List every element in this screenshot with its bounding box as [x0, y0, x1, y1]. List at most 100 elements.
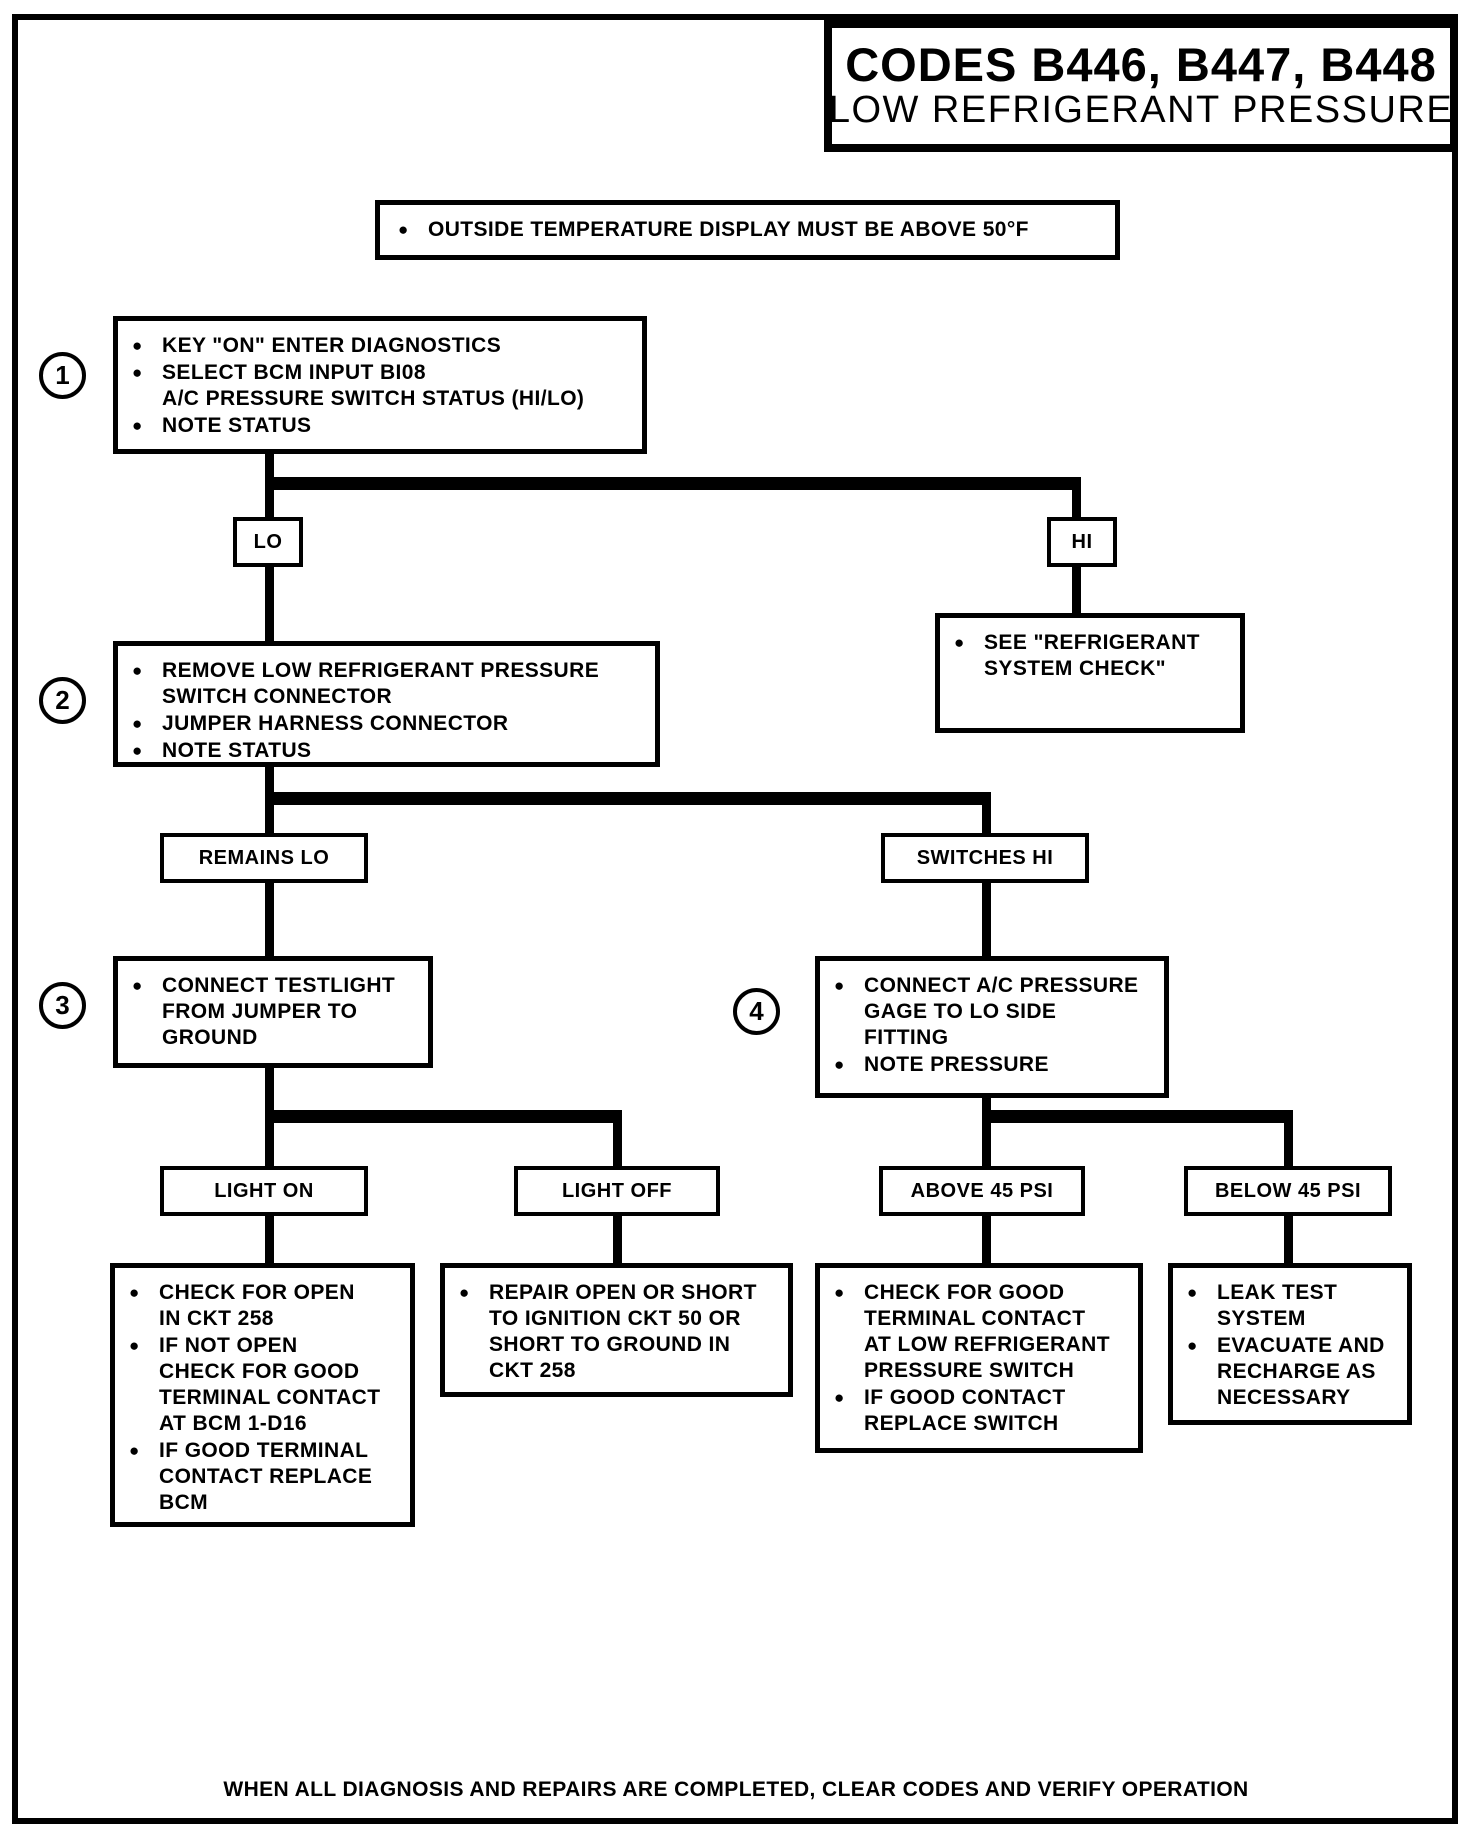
step2-item-1: JUMPER HARNESS CONNECTOR: [162, 712, 509, 736]
list-item: ● NOTE STATUS: [132, 413, 634, 439]
connector-line: [982, 805, 991, 833]
connector-line: [982, 1216, 991, 1263]
connector-line: [1284, 1123, 1293, 1166]
bullet-icon: ●: [398, 219, 409, 239]
bullet-icon: ●: [132, 363, 143, 383]
connector-line: [265, 805, 274, 833]
step4-number-badge: 4: [733, 988, 780, 1035]
step2-number-badge: 2: [39, 677, 86, 724]
bullet-icon: ●: [132, 416, 143, 436]
step3-box: ● CONNECT TESTLIGHT FROM JUMPER TO GROUN…: [113, 956, 433, 1068]
step2-item-0: REMOVE LOW REFRIGERANT PRESSURE SWITCH C…: [162, 659, 600, 709]
step1-item-1: SELECT BCM INPUT BI08 A/C PRESSURE SWITC…: [162, 361, 585, 411]
step4-item-1: NOTE PRESSURE: [864, 1053, 1049, 1077]
list-item: ● CONNECT A/C PRESSURE GAGE TO LO SIDE F…: [834, 973, 1156, 1051]
connector-line: [265, 792, 991, 805]
page-border: [12, 14, 1458, 1824]
bullet-icon: ●: [834, 1055, 845, 1075]
step4-item-0: CONNECT A/C PRESSURE GAGE TO LO SIDE FIT…: [864, 974, 1139, 1050]
connector-line: [265, 1216, 274, 1263]
below-45-item-1: EVACUATE AND RECHARGE AS NECESSARY: [1217, 1334, 1385, 1410]
branch-label-light-off: LIGHT OFF: [514, 1166, 720, 1216]
step2-item-2: NOTE STATUS: [162, 739, 312, 763]
bullet-icon: ●: [1187, 1283, 1198, 1302]
list-item: ● JUMPER HARNESS CONNECTOR: [132, 711, 647, 737]
light-on-item-1: IF NOT OPEN CHECK FOR GOOD TERMINAL CONT…: [159, 1334, 381, 1436]
list-item: ● REMOVE LOW REFRIGERANT PRESSURE SWITCH…: [132, 658, 647, 710]
light-on-item-2: IF GOOD TERMINAL CONTACT REPLACE BCM: [159, 1439, 373, 1515]
precondition-box: ● OUTSIDE TEMPERATURE DISPLAY MUST BE AB…: [375, 200, 1120, 260]
connector-line: [613, 1216, 622, 1263]
branch-label-hi: HI: [1047, 517, 1117, 567]
bullet-icon: ●: [129, 1441, 140, 1461]
connector-line: [265, 1068, 274, 1118]
branch-label-below-45-psi: BELOW 45 PSI: [1184, 1166, 1392, 1216]
below-45-action-box: ● LEAK TEST SYSTEM ● EVACUATE AND RECHAR…: [1168, 1263, 1412, 1425]
title-box: CODES B446, B447, B448 LOW REFRIGERANT P…: [824, 20, 1458, 152]
step3-item-0: CONNECT TESTLIGHT FROM JUMPER TO GROUND: [162, 974, 396, 1050]
light-off-action-box: ● REPAIR OPEN OR SHORT TO IGNITION CKT 5…: [440, 1263, 793, 1397]
page-subtitle: LOW REFRIGERANT PRESSURE: [828, 88, 1454, 131]
connector-line: [982, 1110, 1293, 1123]
connector-line: [1072, 490, 1081, 517]
step1-box: ● KEY "ON" ENTER DIAGNOSTICS ● SELECT BC…: [113, 316, 647, 454]
light-on-item-0: CHECK FOR OPEN IN CKT 258: [159, 1281, 355, 1331]
step2-box: ● REMOVE LOW REFRIGERANT PRESSURE SWITCH…: [113, 641, 660, 767]
list-item: ● REPAIR OPEN OR SHORT TO IGNITION CKT 5…: [459, 1280, 780, 1384]
list-item: ● CONNECT TESTLIGHT FROM JUMPER TO GROUN…: [132, 973, 420, 1051]
connector-line: [265, 1123, 274, 1166]
list-item: ● CHECK FOR OPEN IN CKT 258: [129, 1280, 402, 1332]
connector-line: [265, 883, 274, 956]
list-item: ● NOTE STATUS: [132, 738, 647, 764]
list-item: ● CHECK FOR GOOD TERMINAL CONTACT AT LOW…: [834, 1280, 1130, 1384]
bullet-icon: ●: [459, 1283, 470, 1302]
page-title: CODES B446, B447, B448: [845, 38, 1437, 92]
precondition-text: OUTSIDE TEMPERATURE DISPLAY MUST BE ABOV…: [428, 217, 1029, 241]
above-45-item-1: IF GOOD CONTACT REPLACE SWITCH: [864, 1386, 1066, 1436]
above-45-item-0: CHECK FOR GOOD TERMINAL CONTACT AT LOW R…: [864, 1281, 1110, 1383]
bullet-icon: ●: [132, 976, 143, 995]
connector-line: [1072, 567, 1081, 613]
list-item: ● LEAK TEST SYSTEM: [1187, 1280, 1399, 1332]
bullet-icon: ●: [132, 714, 143, 734]
list-item: ● KEY "ON" ENTER DIAGNOSTICS: [132, 333, 634, 359]
connector-line: [982, 1098, 991, 1118]
connector-line: [265, 1110, 622, 1123]
bullet-icon: ●: [834, 1283, 845, 1302]
below-45-item-0: LEAK TEST SYSTEM: [1217, 1281, 1338, 1331]
list-item: ● SEE "REFRIGERANT SYSTEM CHECK": [954, 630, 1232, 682]
branch-label-light-on: LIGHT ON: [160, 1166, 368, 1216]
branch-label-switches-hi: SWITCHES HI: [881, 833, 1089, 883]
see-refrigerant-text: SEE "REFRIGERANT SYSTEM CHECK": [984, 631, 1200, 681]
list-item: ● IF GOOD CONTACT REPLACE SWITCH: [834, 1385, 1130, 1437]
list-item: ● IF NOT OPEN CHECK FOR GOOD TERMINAL CO…: [129, 1333, 402, 1437]
bullet-icon: ●: [954, 633, 965, 652]
list-item: ● OUTSIDE TEMPERATURE DISPLAY MUST BE AB…: [398, 217, 1029, 243]
bullet-icon: ●: [132, 741, 143, 761]
connector-line: [265, 454, 274, 484]
footer-note: WHEN ALL DIAGNOSIS AND REPAIRS ARE COMPL…: [223, 1778, 1249, 1801]
step1-item-2: NOTE STATUS: [162, 414, 312, 438]
list-item: ● NOTE PRESSURE: [834, 1052, 1156, 1078]
connector-line: [265, 490, 274, 517]
connector-line: [1284, 1216, 1293, 1263]
see-refrigerant-box: ● SEE "REFRIGERANT SYSTEM CHECK": [935, 613, 1245, 733]
bullet-icon: ●: [132, 661, 143, 680]
step1-number-badge: 1: [39, 352, 86, 399]
above-45-action-box: ● CHECK FOR GOOD TERMINAL CONTACT AT LOW…: [815, 1263, 1143, 1453]
bullet-icon: ●: [834, 1388, 845, 1408]
connector-line: [982, 1123, 991, 1166]
light-on-action-box: ● CHECK FOR OPEN IN CKT 258 ● IF NOT OPE…: [110, 1263, 415, 1527]
list-item: ● EVACUATE AND RECHARGE AS NECESSARY: [1187, 1333, 1399, 1411]
step1-item-0: KEY "ON" ENTER DIAGNOSTICS: [162, 334, 502, 357]
light-off-item-0: REPAIR OPEN OR SHORT TO IGNITION CKT 50 …: [489, 1281, 757, 1383]
bullet-icon: ●: [129, 1336, 140, 1356]
connector-line: [265, 567, 274, 641]
branch-label-above-45-psi: ABOVE 45 PSI: [879, 1166, 1085, 1216]
bullet-icon: ●: [129, 1283, 140, 1302]
branch-label-lo: LO: [233, 517, 303, 567]
list-item: ● SELECT BCM INPUT BI08 A/C PRESSURE SWI…: [132, 360, 634, 412]
bullet-icon: ●: [834, 976, 845, 995]
step4-box: ● CONNECT A/C PRESSURE GAGE TO LO SIDE F…: [815, 956, 1169, 1098]
